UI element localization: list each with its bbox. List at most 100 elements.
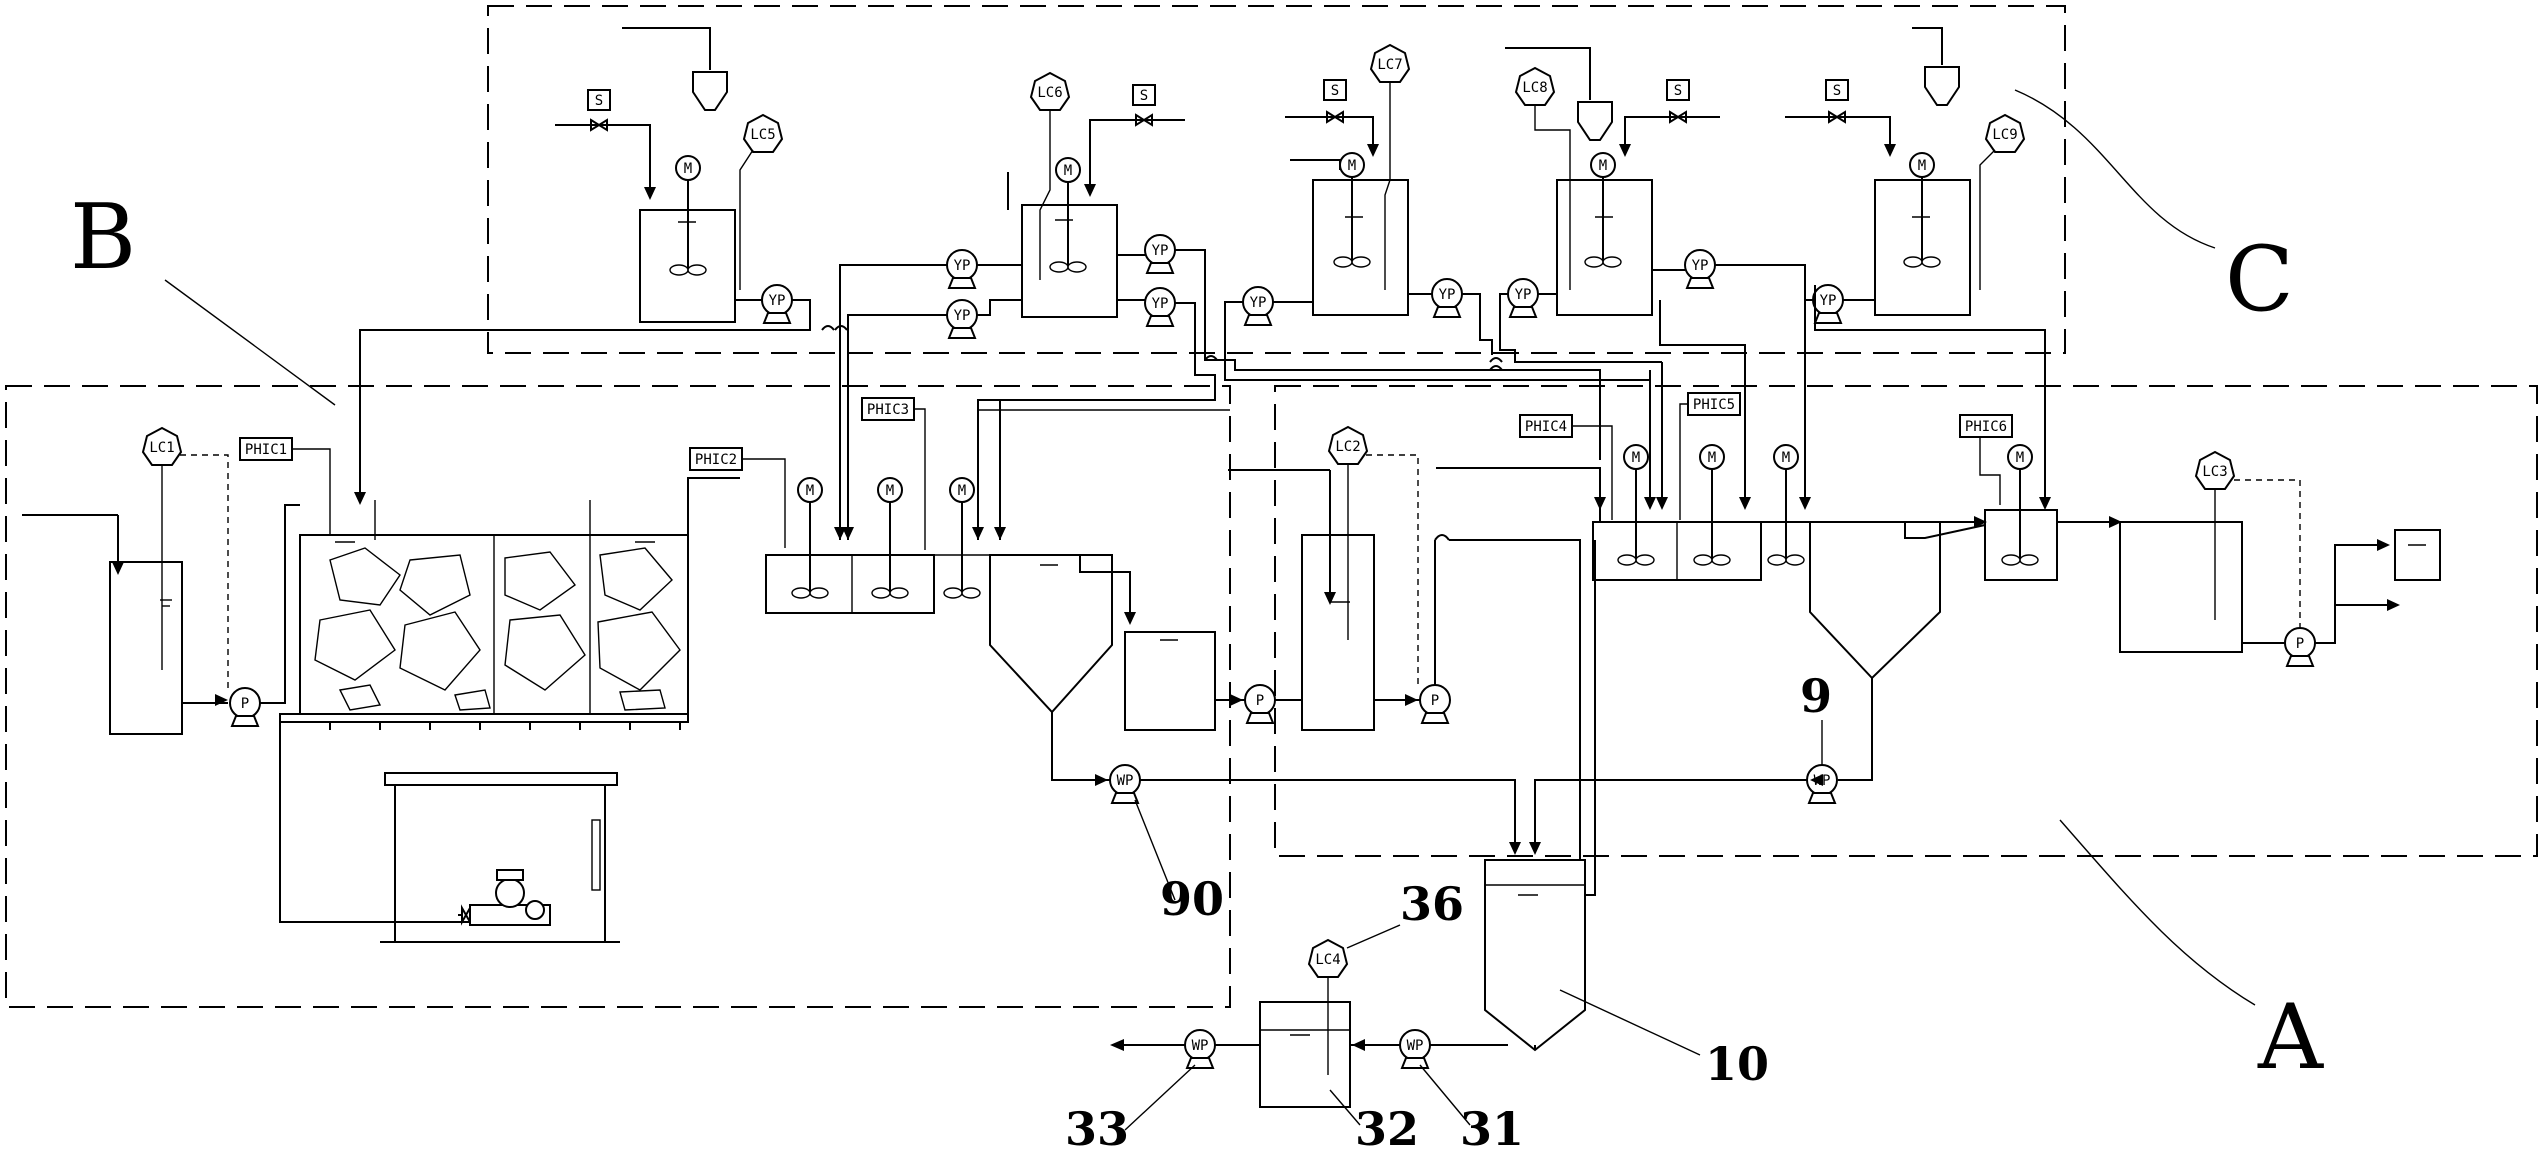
svg-text:M: M <box>1599 158 1607 174</box>
dosing-line <box>847 314 947 335</box>
ref-number-9: 9 <box>1800 669 1832 723</box>
mixer-motor: M <box>1767 444 1805 566</box>
process-line <box>687 477 740 542</box>
pipe-crossover <box>1434 534 1450 541</box>
sludge-pump-label: WP <box>1407 1038 1424 1054</box>
sedimentation-tank-a <box>1761 521 1941 680</box>
solenoid-valve-s <box>1132 84 1156 106</box>
valve-label: S <box>1833 83 1841 99</box>
dosing-line <box>1499 293 1662 363</box>
svg-text:M: M <box>1708 450 1716 466</box>
powder-hopper <box>1924 66 1960 106</box>
powder-hopper <box>692 71 728 111</box>
flow-arrows <box>112 144 2400 1051</box>
ref-leader-33 <box>1124 1064 1196 1131</box>
svg-text:M: M <box>806 483 814 499</box>
signal-line <box>742 458 786 548</box>
ref-leader-32 <box>1329 1089 1361 1126</box>
pump-base <box>2285 655 2315 667</box>
control-signal-line <box>180 454 229 688</box>
solenoid-valve-s <box>587 89 611 111</box>
powder-hopper <box>1577 101 1613 141</box>
ref-number-90: 90 <box>1160 872 1224 926</box>
level-controller-tag: LC5 <box>750 127 775 143</box>
svg-text:M: M <box>1632 450 1640 466</box>
pump-base <box>1508 306 1538 318</box>
hopper-feed-line <box>622 27 711 70</box>
dosing-line <box>1462 293 1493 355</box>
water-feed-line <box>1089 119 1185 195</box>
pump-base <box>230 715 260 727</box>
dosing-pump-label: YP <box>1152 296 1169 312</box>
overflow-line <box>1904 522 1986 539</box>
valve-label: S <box>1674 83 1682 99</box>
pipe-crossovers <box>821 325 1503 371</box>
solenoid-valve-s <box>1825 79 1849 101</box>
pump-base <box>1432 306 1462 318</box>
process-line <box>1436 467 1601 535</box>
mixer-motor: M <box>1049 157 1087 273</box>
ph-controller-tag: PHIC1 <box>245 442 287 458</box>
sludge-line <box>1051 712 1110 781</box>
sludge-storage-32 <box>1259 1001 1351 1108</box>
water-feed-line <box>555 124 651 198</box>
pump-label: P <box>2296 636 2304 652</box>
ref-leader-10 <box>1559 989 1701 1056</box>
svg-text:M: M <box>1782 450 1790 466</box>
level-controller-tag: LC6 <box>1037 85 1062 101</box>
arrow-head <box>1110 1039 1124 1051</box>
dosing-line <box>977 302 1216 410</box>
region-a-letter: A <box>2257 985 2324 1090</box>
ph-controller-tag: PHIC4 <box>1525 419 1567 435</box>
blower-house-door <box>591 819 601 891</box>
ph-controller-tag: PHIC6 <box>1965 419 2007 435</box>
hopper-feed-line <box>1505 47 1591 100</box>
pump-base <box>947 327 977 339</box>
water-feed-line <box>1624 116 1720 155</box>
reuse-water-box <box>2394 529 2441 581</box>
signal-line <box>292 448 331 540</box>
ph-controller-phic6 <box>1959 414 2013 438</box>
mixer-motor: M <box>669 155 707 276</box>
dosing-line <box>977 299 1022 316</box>
signal-line <box>1979 437 2001 505</box>
ref-number-33: 33 <box>1065 1102 1129 1156</box>
level-probe <box>1979 149 1996 290</box>
pump-base <box>947 277 977 289</box>
pump-label: P <box>241 696 249 712</box>
aeration-pipe <box>279 713 689 723</box>
water-feed-line <box>1285 116 1374 155</box>
level-controller-lc9 <box>1984 113 2026 153</box>
dosing-tank-3 <box>1312 179 1409 316</box>
pump-base <box>1420 712 1450 724</box>
control-signal-line <box>2234 479 2301 628</box>
mixer-motor: M <box>1903 152 1941 268</box>
pump-base <box>1145 315 1175 327</box>
valve-label: S <box>1331 83 1339 99</box>
level-controller-tag: LC8 <box>1522 80 1547 96</box>
ref-number-31: 31 <box>1460 1102 1524 1156</box>
dosing-line <box>1659 300 1746 352</box>
dosing-pump-label: YP <box>1820 293 1837 309</box>
dosing-pump-label: YP <box>1439 287 1456 303</box>
pump-base <box>1185 1057 1215 1069</box>
level-controller-tag: LC4 <box>1315 952 1340 968</box>
ref-leader-31 <box>1419 1064 1471 1126</box>
hopper-feed-line <box>1912 27 1943 65</box>
ph-controller-tag: PHIC3 <box>867 402 909 418</box>
reaction-tank-b <box>765 554 935 614</box>
svg-text:M: M <box>2016 450 2024 466</box>
svg-text:M: M <box>684 161 692 177</box>
level-controller-tag: LC7 <box>1377 57 1402 73</box>
dosing-pump-label: YP <box>1692 258 1709 274</box>
mixer-motor: M <box>791 477 829 599</box>
clear-water-tank <box>2119 521 2243 653</box>
mixer-motor: M <box>871 477 909 599</box>
dosing-line <box>1715 264 1806 345</box>
pump-base <box>1110 792 1140 804</box>
level-controller-tag: LC2 <box>1335 439 1360 455</box>
overflow-line <box>1079 555 1131 620</box>
level-controller-tag: LC9 <box>1992 127 2017 143</box>
reuse-outlet-line <box>2315 544 2385 644</box>
